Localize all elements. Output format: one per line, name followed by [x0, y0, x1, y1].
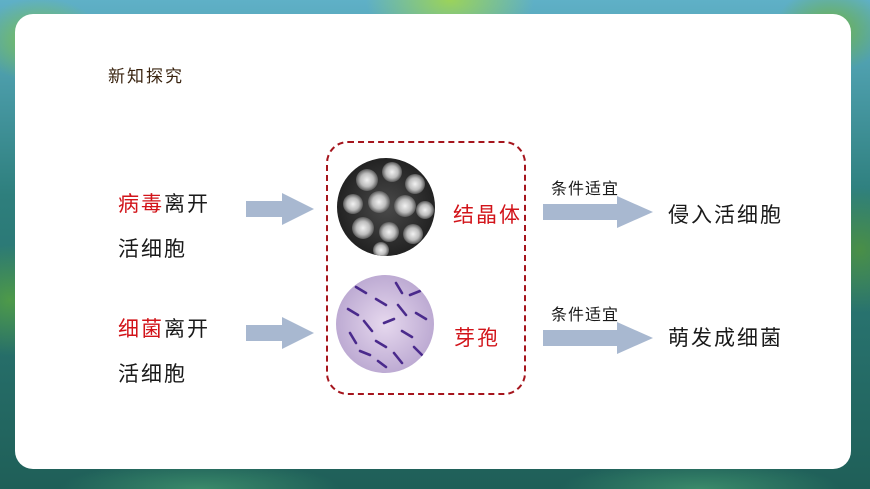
virus-word: 病毒: [118, 192, 164, 216]
result-label: 萌发成细菌: [668, 326, 783, 350]
arrow-icon: [543, 322, 653, 354]
section-title: 新知探究: [108, 67, 184, 87]
leave-word: 离开: [164, 192, 210, 216]
condition-label: 条件适宜: [551, 179, 620, 198]
arrow-icon: [543, 196, 653, 228]
virus-label: 病毒离开: [118, 188, 210, 218]
living-cell-label: 活细胞: [118, 362, 187, 386]
spore-form-label: 芽孢: [454, 326, 500, 350]
arrow-icon: [246, 193, 314, 225]
result-label: 侵入活细胞: [668, 203, 783, 227]
living-cell-label: 活细胞: [118, 237, 187, 261]
leave-word: 离开: [164, 317, 210, 341]
arrow-icon: [246, 317, 314, 349]
bacteria-spore-image: [336, 275, 434, 373]
condition-label: 条件适宜: [551, 305, 620, 324]
virus-crystal-image: [337, 158, 435, 256]
dashed-frame: [326, 141, 526, 395]
bacteria-label: 细菌离开: [118, 313, 210, 343]
bacteria-word: 细菌: [118, 317, 164, 341]
crystal-form-label: 结晶体: [453, 203, 522, 227]
